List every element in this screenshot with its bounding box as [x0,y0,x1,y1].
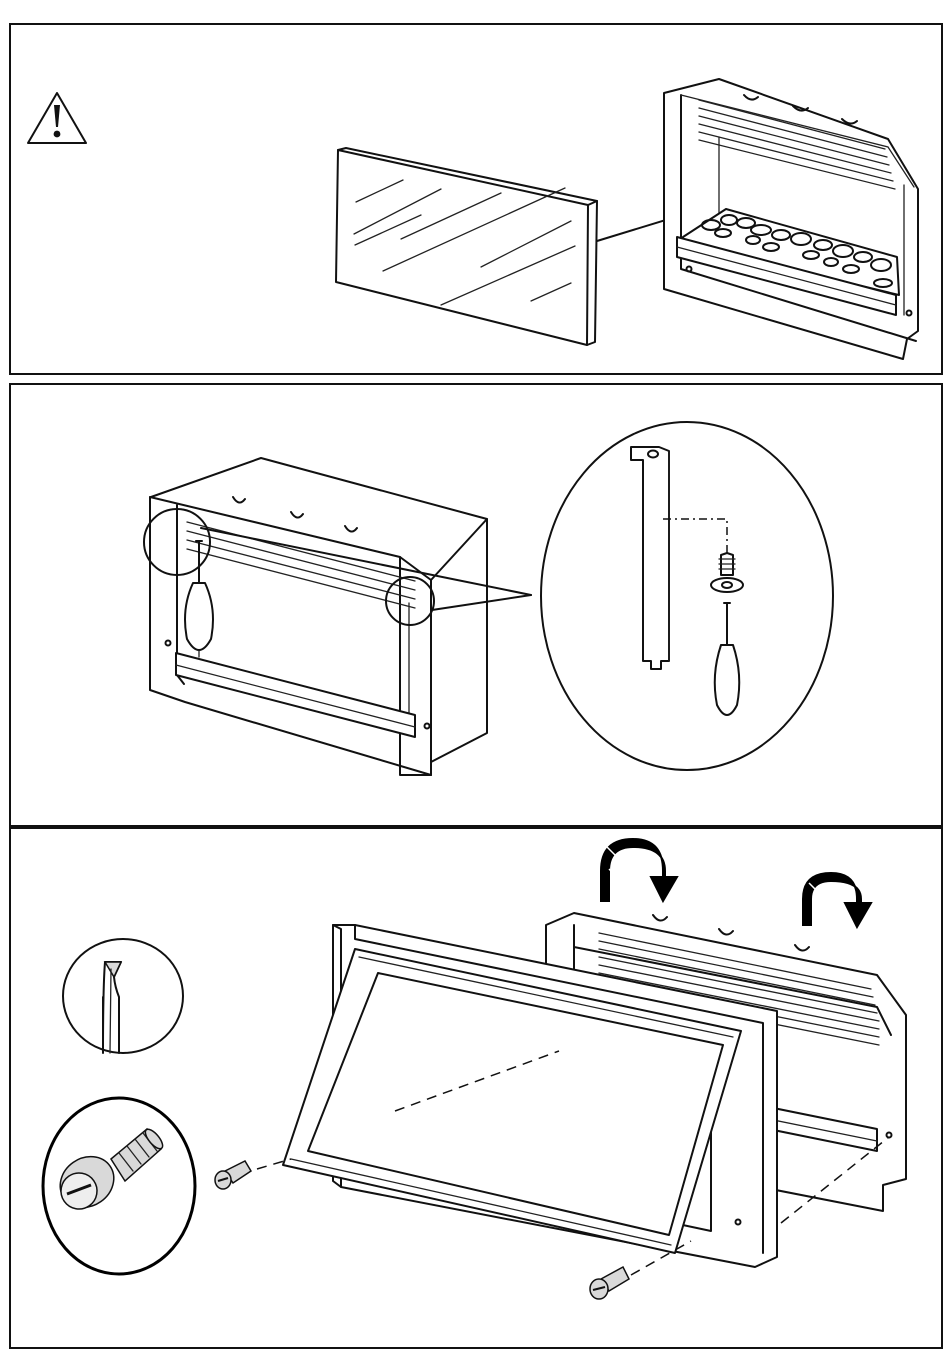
rotate-arrow-right [803,873,871,927]
slotted-screw-icon [43,1098,195,1274]
screwdriver-icon [63,939,183,1053]
step-panel-fix-brackets [9,383,943,827]
detail-magnifier [541,422,833,770]
rotate-arrow-left [601,839,677,901]
panel-3-drawing [11,829,945,1351]
step-panel-attach-frame [9,827,943,1349]
step-panel-insert-glass [9,23,943,375]
screw-left [215,1161,251,1189]
panel-1-drawing [11,25,945,377]
warning-triangle-icon [28,93,86,143]
glass-panel [336,148,597,345]
screw-bottom [590,1267,629,1299]
firebox [664,79,918,359]
panel-2-drawing [11,385,945,829]
